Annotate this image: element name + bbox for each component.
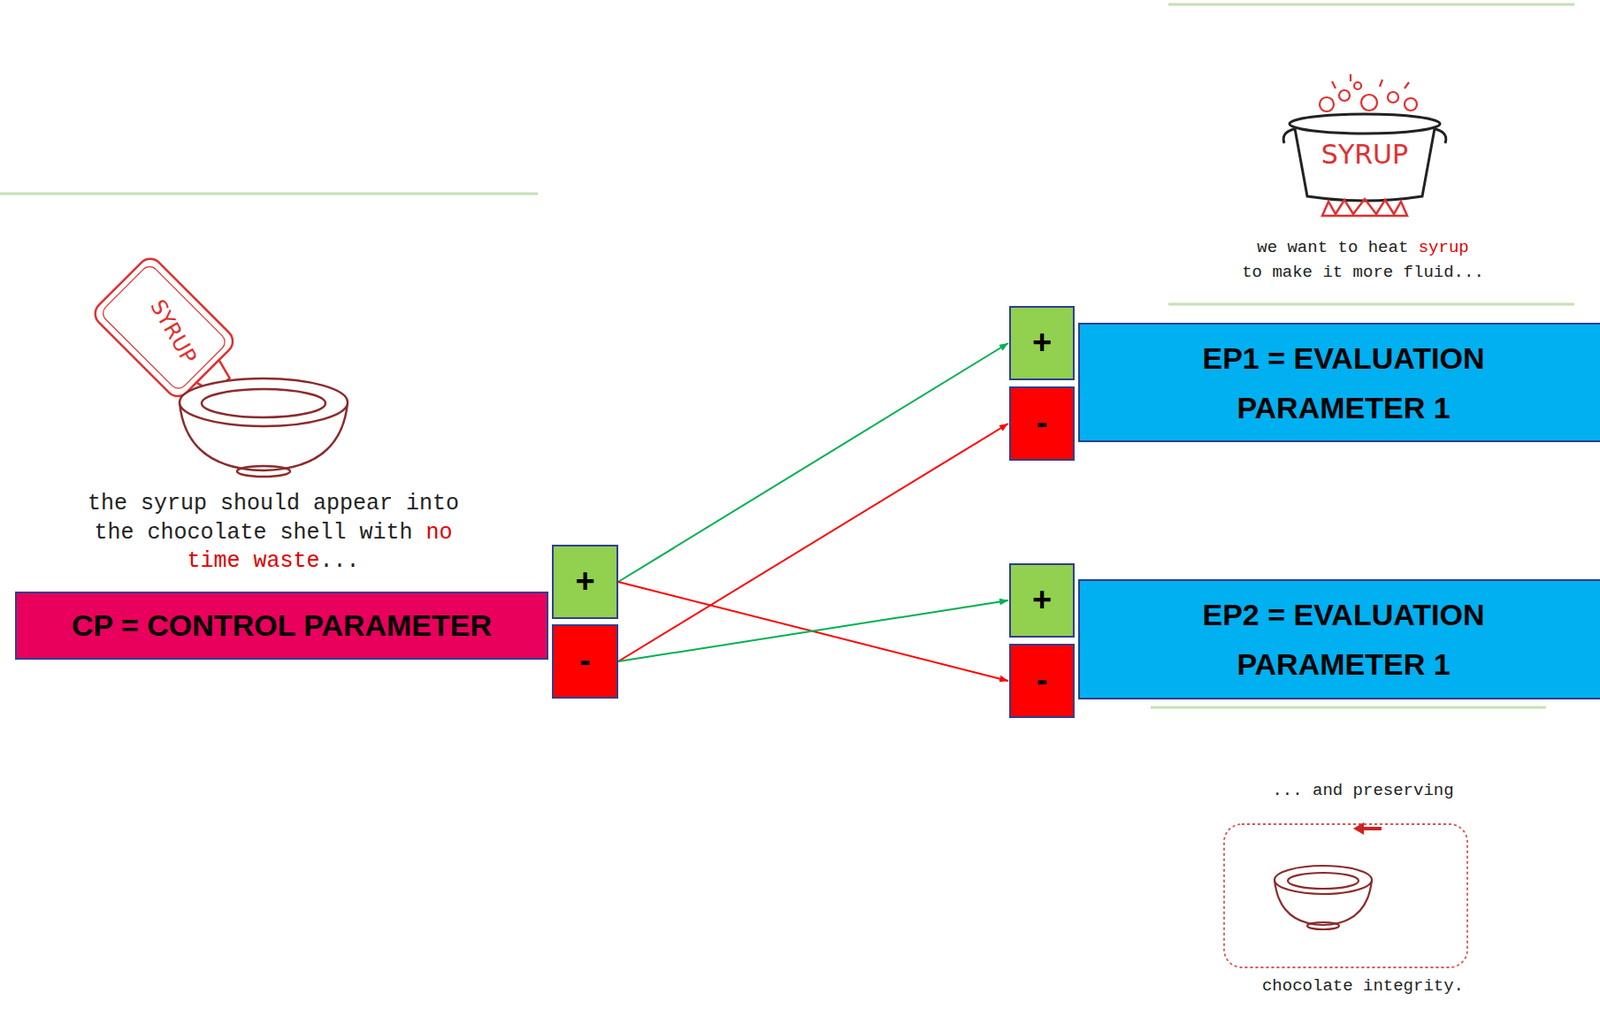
caption-text: chocolate integrity.	[1262, 976, 1464, 996]
node-text: +	[1032, 324, 1052, 362]
caption-text: ...	[320, 548, 360, 575]
small-bowl	[1274, 865, 1372, 930]
syrup-pot	[1283, 114, 1447, 201]
chocolate-bowl	[179, 378, 348, 477]
minus-box: -	[1009, 643, 1075, 719]
flames	[1322, 199, 1408, 216]
evaluation-parameter-box: EP1 = EVALUATION PARAMETER 1	[1078, 322, 1600, 443]
node-text: -	[1036, 405, 1049, 443]
node-text: +	[1032, 581, 1052, 620]
integrity-frame	[1224, 822, 1468, 968]
caption-text: chocolate integrity.	[1212, 975, 1514, 998]
connector-arrow	[618, 600, 1009, 662]
pot-label: SYRUP	[1293, 141, 1436, 169]
caption-text: SYRUP	[1321, 138, 1409, 170]
connector-arrow	[618, 343, 1009, 582]
minus-box: -	[551, 624, 619, 699]
caption-text: ... and preserving	[1271, 780, 1454, 801]
evaluation-parameter-box: EP2 = EVALUATION PARAMETER 1	[1078, 579, 1600, 700]
bubbles	[1319, 74, 1417, 112]
node-text: EP1 = EVALUATION PARAMETER 1	[1131, 333, 1556, 433]
node-text: EP2 = EVALUATION PARAMETER 1	[1131, 589, 1556, 689]
connector-arrow	[618, 581, 1009, 682]
caption-text: to make it more fluid...	[1241, 262, 1485, 283]
plus-box: +	[551, 544, 619, 620]
node-text: -	[1036, 662, 1049, 700]
plus-box: +	[1009, 306, 1075, 381]
frame-lines	[0, 4, 1575, 708]
node-text: -	[579, 643, 591, 681]
plus-box: +	[1009, 563, 1075, 638]
node-text: CP = CONTROL PARAMETER	[71, 609, 492, 643]
control-parameter-box: CP = CONTROL PARAMETER	[15, 591, 549, 660]
caption-group: the syrup should appear into the chocola…	[78, 489, 468, 577]
minus-box: -	[1009, 386, 1075, 461]
caption-text: ... and preserving	[1212, 780, 1514, 803]
caption-text: syrup	[1418, 237, 1470, 258]
caption-group: we want to heat syrup to make it more flu…	[1212, 235, 1514, 285]
connector-arrow	[618, 423, 1009, 662]
node-text: +	[574, 563, 595, 601]
caption-text: we want to heat	[1256, 237, 1409, 258]
caption-text: the syrup should appear into the chocola…	[87, 490, 460, 546]
